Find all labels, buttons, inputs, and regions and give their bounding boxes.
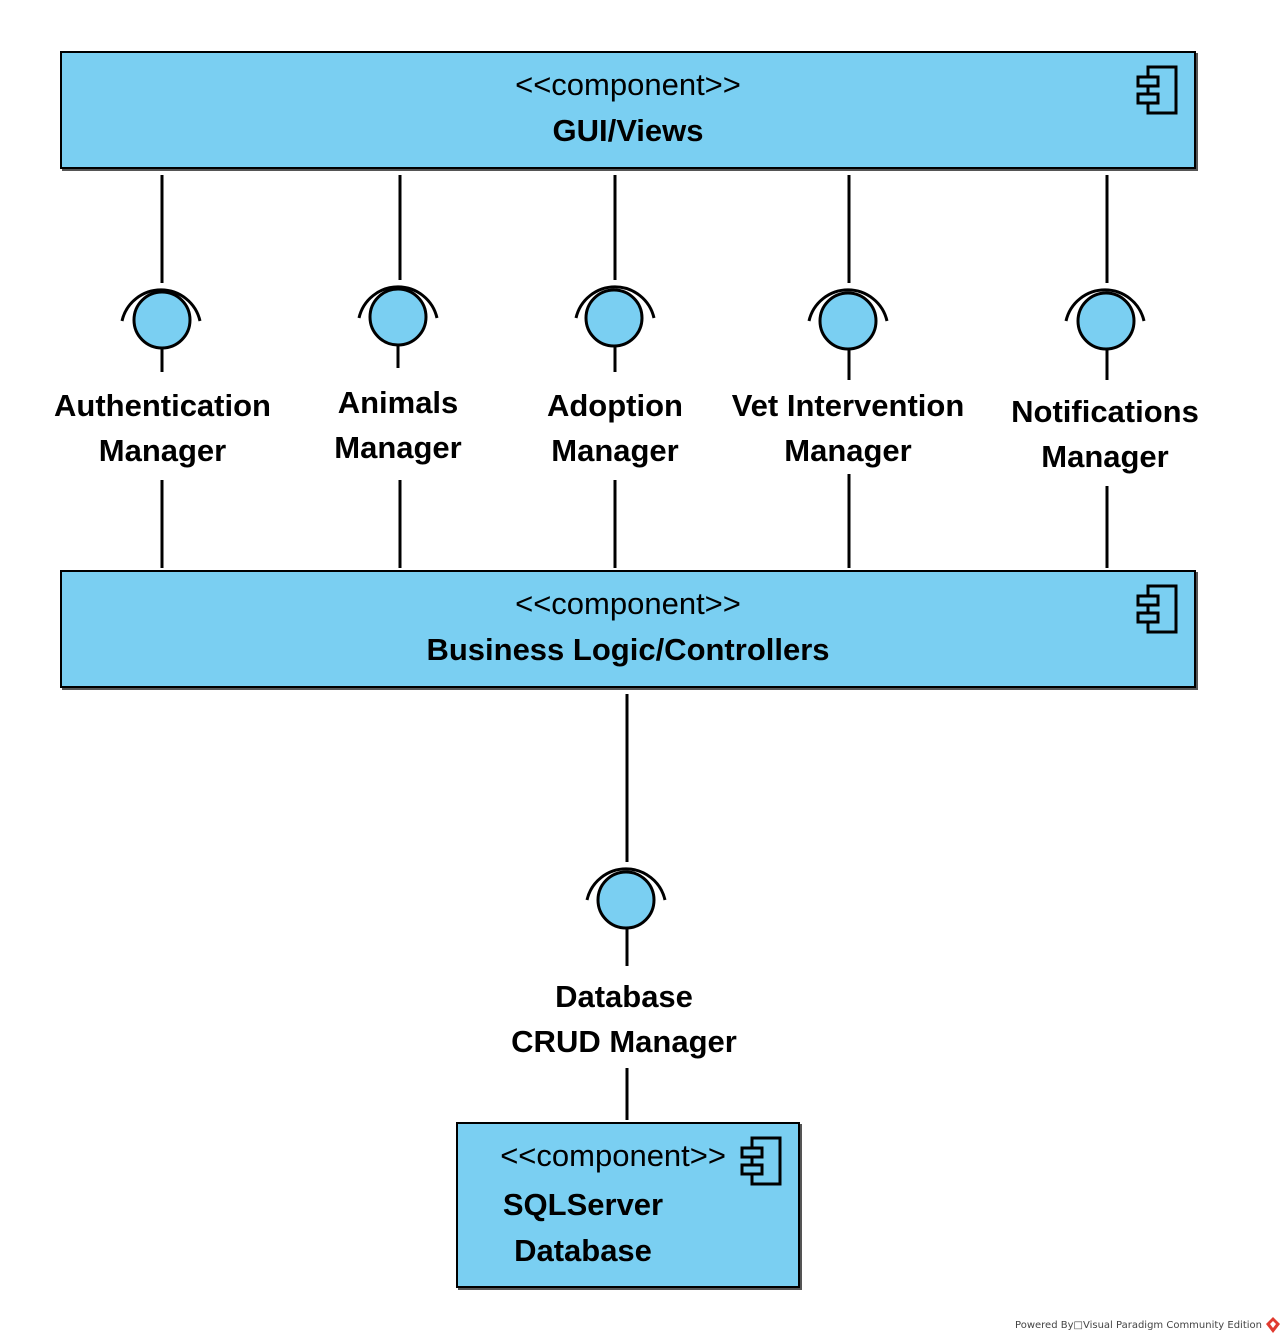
interface-label-adoption: Adoption Manager bbox=[535, 383, 695, 473]
interface-ball-auth bbox=[132, 290, 192, 350]
interface-ball-animals bbox=[368, 287, 428, 347]
socket-animals bbox=[357, 285, 439, 319]
interface-label-animals: Animals Manager bbox=[320, 380, 476, 470]
component-stereotype: <<component>> bbox=[515, 67, 741, 102]
uml-component-icon bbox=[740, 1136, 782, 1186]
powered-by-footer: Powered By□Visual Paradigm Community Edi… bbox=[1015, 1320, 1262, 1331]
interface-label-notifications: Notifications Manager bbox=[1000, 389, 1210, 479]
socket-crud bbox=[585, 867, 667, 901]
interface-ball-adoption bbox=[584, 288, 644, 348]
interface-label-vet-intervention: Vet Intervention Manager bbox=[720, 383, 976, 473]
interface-ball-vet bbox=[818, 291, 878, 351]
uml-component-icon bbox=[1136, 65, 1178, 115]
socket-vet bbox=[807, 288, 889, 322]
socket-auth bbox=[120, 288, 202, 322]
socket-notifications bbox=[1064, 288, 1146, 322]
component-stereotype: <<component>> bbox=[515, 586, 741, 621]
visual-paradigm-logo-icon bbox=[1266, 1317, 1280, 1333]
component-name: SQLServer Database bbox=[502, 1187, 664, 1268]
component-name: GUI/Views bbox=[552, 113, 704, 148]
interface-label-database-crud: Database CRUD Manager bbox=[498, 974, 750, 1064]
interface-ball-crud bbox=[596, 870, 656, 930]
interface-label-authentication: Authentication Manager bbox=[40, 383, 285, 473]
component-stereotype: <<component>> bbox=[500, 1138, 726, 1173]
interface-ball-notifications bbox=[1076, 291, 1136, 351]
uml-component-icon bbox=[1136, 584, 1178, 634]
component-sqlserver-database[interactable]: <<component>> SQLServer Database bbox=[456, 1122, 800, 1288]
component-name: Business Logic/Controllers bbox=[426, 632, 830, 667]
component-business-logic[interactable]: <<component>> Business Logic/Controllers bbox=[60, 570, 1196, 688]
socket-adoption bbox=[574, 285, 656, 319]
component-gui-views[interactable]: <<component>> GUI/Views bbox=[60, 51, 1196, 169]
